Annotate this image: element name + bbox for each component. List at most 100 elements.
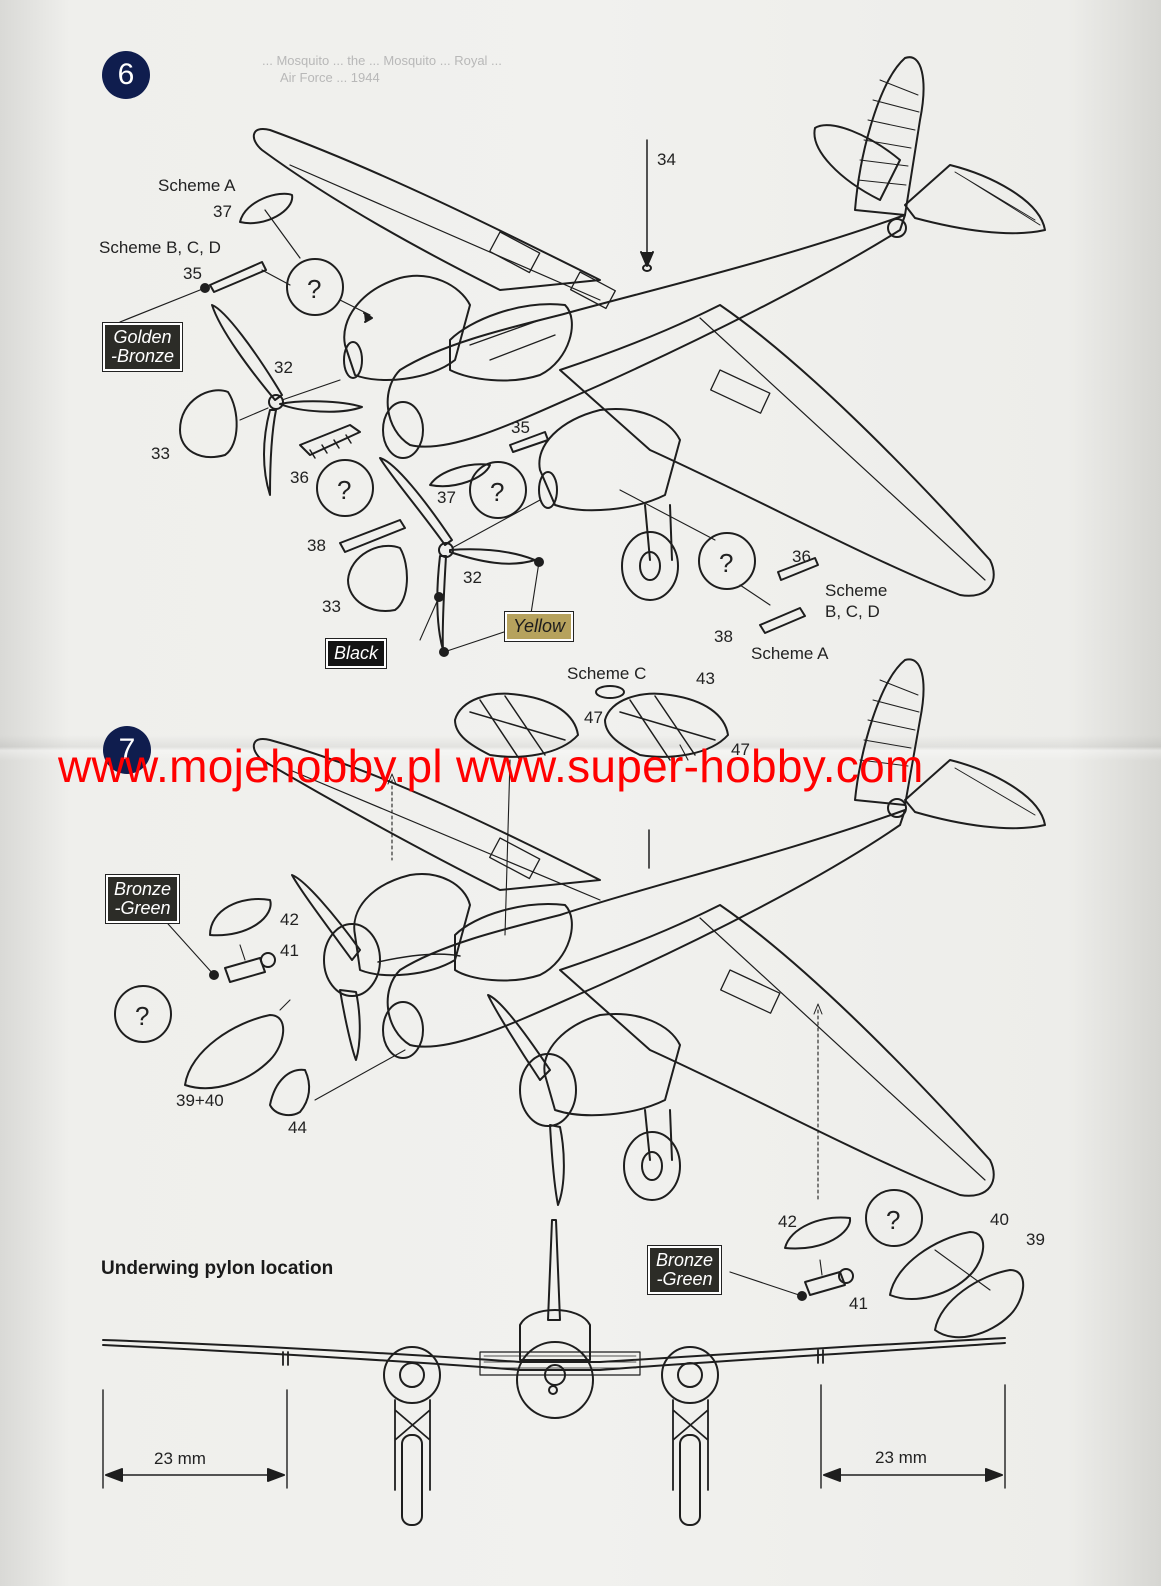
step7-aircraft	[252, 658, 1046, 1206]
spinner-right	[519, 1053, 577, 1127]
label-43: 43	[696, 669, 715, 688]
header-line-1: ... Mosquito ... the ... Mosquito ... Ro…	[262, 53, 502, 68]
label-42-left: 42	[280, 910, 299, 929]
cockpit-canopy-open	[449, 303, 573, 382]
right-tailplane	[904, 164, 1046, 235]
front-fuselage	[516, 1341, 594, 1419]
part-44	[269, 1068, 311, 1117]
right-engine-nacelle	[538, 408, 681, 512]
left-spinner-mount	[343, 341, 363, 379]
golden-bronze-line-1: Golden	[113, 327, 172, 347]
paper-fold	[0, 735, 1161, 761]
color-box-golden-bronze: Golden -Bronze	[101, 322, 184, 372]
question-circle-6	[865, 1189, 923, 1247]
question-circle-1	[286, 258, 344, 316]
question-mark-1: ?	[307, 274, 322, 304]
nose-cone	[382, 401, 424, 459]
color-box-bronze-green-right: Bronze -Green	[646, 1245, 723, 1295]
right-wing	[559, 304, 995, 597]
label-47-a: 47	[584, 708, 603, 727]
step7-parts	[114, 685, 1025, 1339]
propeller-left	[211, 304, 363, 496]
label-37-top: 37	[213, 202, 232, 221]
label-47-b: 47	[731, 740, 750, 759]
part-39-40-left	[184, 1014, 285, 1090]
label-34: 34	[657, 150, 676, 169]
color-box-black: Black	[324, 638, 388, 669]
label-42-right: 42	[778, 1212, 797, 1231]
bronze-green-left-line-2: -Green	[114, 898, 171, 918]
label-scheme-a-right: Scheme A	[751, 644, 829, 663]
question-mark-4: ?	[719, 548, 734, 578]
part-37-top	[239, 192, 294, 225]
label-44: 44	[288, 1118, 307, 1137]
label-scheme-c: Scheme C	[567, 664, 647, 683]
label-38-left: 38	[307, 536, 326, 555]
header-line-2: Air Force ... 1944	[280, 70, 380, 85]
golden-bronze-line-2: -Bronze	[111, 346, 175, 366]
canopy-part-b	[604, 692, 729, 758]
label-32-left: 32	[274, 358, 293, 377]
color-box-yellow: Yellow	[503, 611, 575, 642]
bronze-green-right-line-1: Bronze	[656, 1250, 714, 1270]
fin-shading	[857, 79, 920, 186]
label-23mm-right: 23 mm	[875, 1448, 927, 1467]
label-39: 39	[1026, 1230, 1045, 1249]
front-view-diagram	[102, 1219, 1006, 1526]
label-36-left: 36	[290, 468, 309, 487]
label-40: 40	[990, 1210, 1009, 1229]
label-scheme-bcd-top: Scheme B, C, D	[99, 238, 221, 257]
question-mark-6: ?	[886, 1205, 901, 1235]
tailplane-hatching	[954, 171, 1041, 226]
question-mark-3: ?	[490, 477, 505, 507]
label-35-mid: 35	[511, 418, 530, 437]
color-box-bronze-green-left: Bronze -Green	[104, 874, 181, 924]
step-number-7: 7	[103, 726, 151, 774]
label-37-mid: 37	[437, 488, 456, 507]
label-41-left: 41	[280, 941, 299, 960]
header-text: ... Mosquito ... the ... Mosquito ... Ro…	[262, 52, 1092, 86]
front-wheel-right	[679, 1434, 701, 1526]
label-scheme-a-top: Scheme A	[158, 176, 236, 195]
label-23mm-left: 23 mm	[154, 1449, 206, 1468]
question-circle-5	[114, 985, 172, 1043]
label-33-lower: 33	[322, 597, 341, 616]
left-wing	[252, 128, 601, 291]
left-tailplane	[813, 124, 901, 201]
left-engine-nacelle	[343, 274, 471, 381]
fuselage	[386, 214, 906, 448]
right-spinner-mount	[538, 471, 558, 509]
label-32-lower: 32	[463, 568, 482, 587]
question-mark-5: ?	[135, 1001, 150, 1031]
bronze-green-right-line-2: -Green	[656, 1269, 713, 1289]
step6-parts	[119, 192, 819, 657]
label-35-top: 35	[183, 264, 202, 283]
part-35-top	[209, 261, 267, 293]
main-wheel	[621, 531, 679, 601]
label-39-40: 39+40	[176, 1091, 224, 1110]
front-nacelle-right	[661, 1346, 719, 1404]
question-mark-2: ?	[337, 475, 352, 505]
exhaust-36	[299, 424, 361, 456]
label-38-right: 38	[714, 627, 733, 646]
label-36-right: 36	[792, 547, 811, 566]
step-number-6: 6	[102, 51, 150, 99]
tail-fin	[854, 56, 925, 216]
front-wheel-left	[401, 1434, 423, 1526]
question-circle-2	[316, 459, 374, 517]
watermark-text: www.mojehobby.pl www.super-hobby.com	[58, 740, 924, 792]
label-33-left: 33	[151, 444, 170, 463]
label-scheme-right-2: B, C, D	[825, 602, 880, 621]
step6-aircraft	[252, 56, 1046, 601]
front-nacelle-left	[383, 1346, 441, 1404]
tail-wheel	[887, 218, 907, 238]
part-39	[934, 1269, 1025, 1339]
spinner-33-left	[179, 389, 238, 458]
underwing-pylon-title: Underwing pylon location	[101, 1258, 334, 1279]
spinner-left	[323, 923, 381, 997]
label-scheme-right-1: Scheme	[825, 581, 888, 600]
part-47-ring	[595, 685, 625, 699]
question-circle-3	[469, 461, 527, 519]
